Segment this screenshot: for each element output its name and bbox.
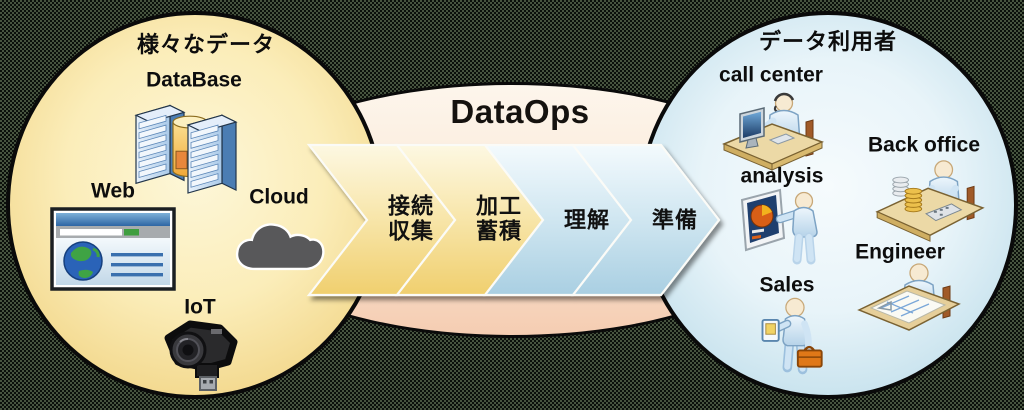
- sales-icon: [761, 297, 823, 375]
- web-browser-icon: [50, 207, 176, 291]
- web-label: Web: [91, 179, 135, 203]
- data-users-circle: データ利用者 call center analysis: [638, 11, 1018, 399]
- engineer-label: Engineer: [855, 240, 945, 264]
- data-sources-circle: 様々なデータ DataBase: [6, 11, 384, 399]
- dataops-title: DataOps: [450, 93, 590, 130]
- chevron-step-4: [570, 143, 721, 297]
- sales-label: Sales: [759, 273, 815, 297]
- iot-label: IoT: [184, 295, 216, 319]
- database-icon: [134, 104, 238, 194]
- data-sources-title: 様々なデータ: [136, 32, 276, 57]
- data-users-title: データ利用者: [758, 29, 898, 54]
- analysis-icon: [740, 188, 818, 265]
- step-label-prepare: 準備: [651, 207, 699, 233]
- cloud-icon: [235, 223, 325, 271]
- analysis-label: analysis: [740, 164, 824, 188]
- back-office-icon: [875, 160, 985, 242]
- step-label-connect-collect: 接続 収集: [387, 193, 435, 243]
- step-label-process-store: 加工 蓄積: [475, 193, 523, 243]
- call-center-icon: [722, 92, 825, 171]
- step-label-understand: 理解: [563, 207, 611, 233]
- cloud-label: Cloud: [249, 185, 309, 209]
- database-label: DataBase: [146, 68, 242, 92]
- call-center-label: call center: [719, 63, 823, 87]
- back-office-label: Back office: [867, 133, 981, 157]
- iot-camera-icon: [164, 320, 238, 391]
- engineer-icon: [857, 263, 961, 331]
- pipeline-chevrons: [306, 143, 721, 297]
